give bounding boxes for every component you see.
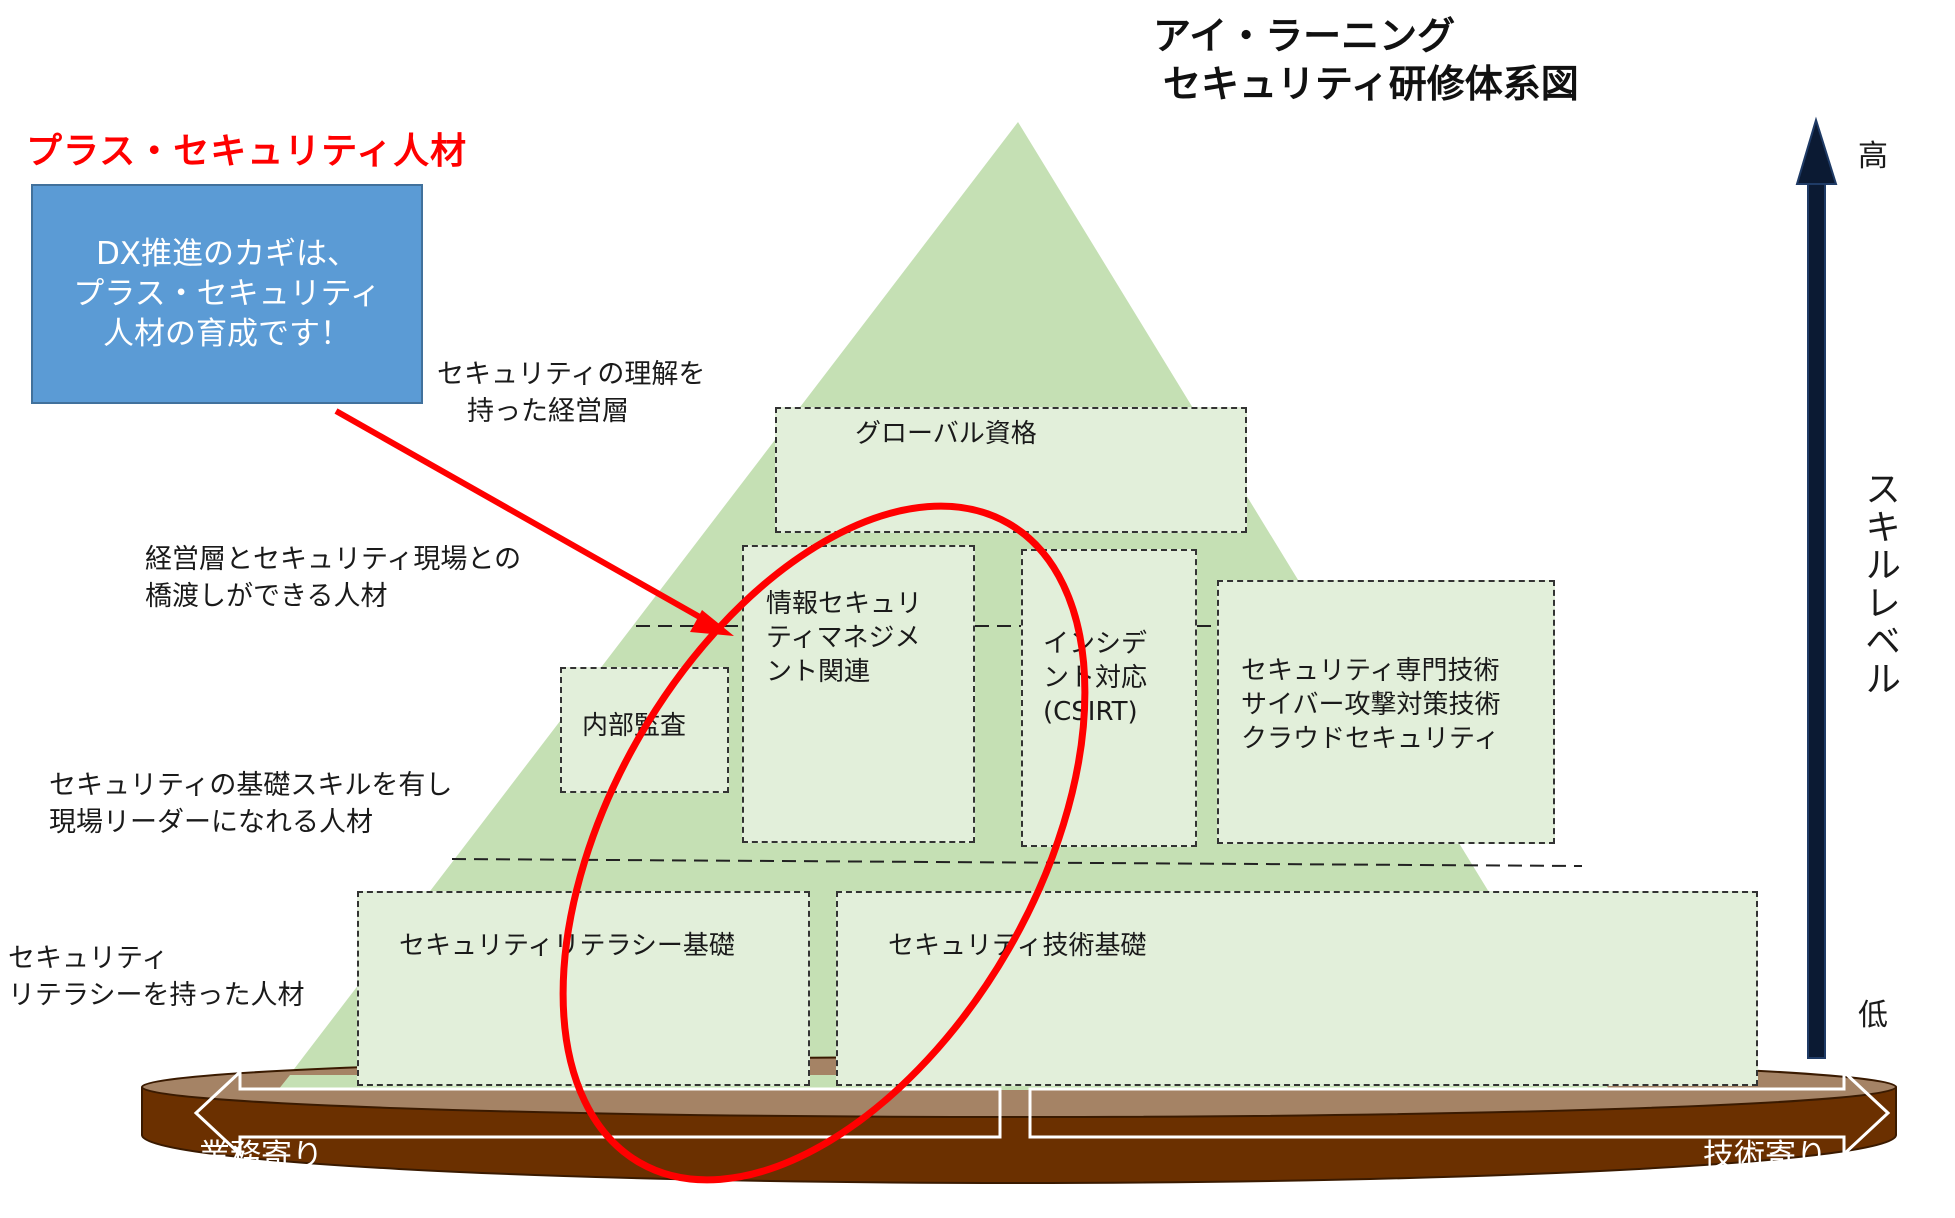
label-bridge: 経営層とセキュリティ現場との 橋渡しができる人材	[145, 541, 521, 615]
box-incident-line3: (CSIRT)	[1043, 697, 1138, 727]
box-literacy-basic-text: セキュリティリテラシー基礎	[399, 931, 735, 961]
label-literacy: セキュリティ リテラシーを持った人材	[8, 940, 304, 1014]
diagram-title-line1: アイ・ラーニング	[1153, 14, 1456, 58]
box-tech-basic-text: セキュリティ技術基礎	[888, 931, 1147, 961]
skill-low-label: 低	[1858, 998, 1888, 1033]
label-executive-line2: 持った経営層	[467, 396, 629, 427]
label-leader-line2: 現場リーダーになれる人材	[49, 807, 373, 838]
plus-security-title: プラス・セキュリティ人材	[26, 131, 468, 172]
box-audit-text: 内部監査	[582, 711, 687, 741]
box-specialist-line1: セキュリティ専門技術	[1241, 656, 1500, 686]
technical-oriented-label: 技術寄り	[1703, 1138, 1827, 1174]
label-leader: セキュリティの基礎スキルを有し 現場リーダーになれる人材	[49, 767, 452, 841]
skill-arrow-shaft	[1807, 179, 1826, 1059]
dx-message-line1: DX推進のカギは、	[95, 236, 359, 272]
box-incident-response: インシデ ント対応 (CSIRT)	[1021, 549, 1197, 847]
dx-message-line3: 人材の育成です！	[103, 316, 351, 352]
diagram-title-line2: セキュリティ研修体系図	[1163, 62, 1579, 106]
label-literacy-line2: リテラシーを持った人材	[8, 980, 305, 1011]
label-leader-line1: セキュリティの基礎スキルを有し	[49, 770, 453, 801]
label-literacy-line1: セキュリティ	[8, 943, 169, 974]
box-specialist-line3: クラウドセキュリティ	[1241, 724, 1500, 754]
skill-level-axis-label: スキルレベル	[1859, 470, 1900, 698]
skill-high-label: 高	[1858, 139, 1888, 174]
box-security-literacy-basics: セキュリティリテラシー基礎	[357, 891, 810, 1086]
business-oriented-label: 業務寄り	[199, 1138, 323, 1174]
box-specialist-line2: サイバー攻撃対策技術	[1241, 690, 1501, 720]
box-internal-audit: 内部監査	[560, 667, 729, 793]
box-security-specialist: セキュリティ専門技術 サイバー攻撃対策技術 クラウドセキュリティ	[1217, 580, 1555, 844]
label-bridge-line2: 橋渡しができる人材	[145, 581, 388, 612]
label-bridge-line1: 経営層とセキュリティ現場との	[145, 544, 522, 575]
box-infosec-management: 情報セキュリ ティマネジメ ント関連	[742, 545, 975, 843]
box-incident-line1: インシデ	[1043, 629, 1148, 659]
dx-message-box: DX推進のカギは、 プラス・セキュリティ 人材の育成です！	[31, 184, 423, 404]
box-global-text: グローバル資格	[855, 419, 1037, 449]
label-executive-line1: セキュリティの理解を	[437, 359, 706, 390]
dx-message-line2: プラス・セキュリティ	[73, 276, 381, 312]
box-global-certification: グローバル資格	[775, 407, 1247, 533]
box-infosec-line1: 情報セキュリ	[766, 589, 923, 619]
box-security-tech-basics: セキュリティ技術基礎	[836, 891, 1758, 1086]
box-infosec-line2: ティマネジメ	[766, 623, 921, 653]
label-executive: セキュリティの理解を 持った経営層	[437, 356, 705, 430]
skill-arrow-head	[1795, 116, 1838, 185]
box-infosec-line3: ント関連	[766, 657, 871, 687]
box-incident-line2: ント対応	[1043, 663, 1148, 693]
